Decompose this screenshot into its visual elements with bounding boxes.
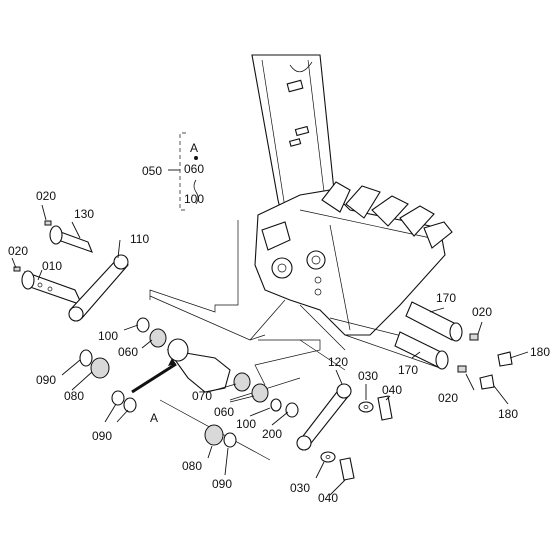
bucket: [254, 181, 453, 336]
label-100-low: 100: [236, 417, 256, 431]
label-010: 010: [42, 259, 62, 273]
label-060-low: 060: [214, 405, 234, 419]
label-060-mid: 060: [118, 345, 138, 359]
label-080-bot: 080: [182, 459, 202, 473]
dot-marker: [194, 156, 198, 160]
label-110: 110: [130, 232, 149, 246]
pin-170-upper: [405, 301, 479, 342]
label-100-mid: 100: [98, 329, 118, 343]
label-180-b: 180: [498, 407, 518, 421]
label-030-b: 030: [290, 481, 310, 495]
label-090-lower: 090: [92, 429, 112, 443]
label-080-left: 080: [64, 389, 84, 403]
fitting-180-b: [479, 374, 495, 390]
group-bracket-050: [168, 132, 199, 211]
label-050: 050: [142, 164, 162, 178]
label-040-a: 040: [382, 383, 402, 397]
pin-130: [44, 220, 93, 253]
bushing-group: [79, 317, 299, 448]
label-120: 120: [328, 355, 348, 369]
bolt-040-a: [377, 395, 393, 421]
bolt-040-b: [339, 457, 355, 481]
label-130: 130: [74, 207, 94, 221]
label-020-r2: 020: [438, 391, 458, 405]
label-090-left: 090: [36, 373, 56, 387]
label-170-mid: 170: [398, 363, 418, 377]
label-100-top: 100: [184, 192, 204, 206]
washer-030-b: [320, 451, 336, 463]
label-170-top: 170: [436, 291, 456, 305]
fitting-180-a: [497, 351, 513, 367]
link-120: [296, 383, 352, 451]
label-030-a: 030: [358, 369, 378, 383]
label-060-top: 060: [184, 162, 204, 176]
label-040-b: 040: [318, 491, 338, 505]
label-070: 070: [192, 389, 212, 403]
label-180-a: 180: [530, 345, 550, 359]
label-A-top: A: [190, 141, 198, 155]
leader-lines: [11, 204, 529, 496]
pin-170-lower: [394, 331, 467, 373]
link-110: [68, 254, 129, 322]
label-020-r1: 020: [472, 305, 492, 319]
arrow-A: [131, 362, 177, 394]
label-020-b: 020: [8, 244, 28, 258]
washer-030-a: [358, 401, 374, 413]
callout-labels: 050 A 060 100 020 130 020 010 110 100 06…: [8, 141, 550, 505]
label-A-low: A: [150, 411, 158, 425]
label-020-a: 020: [36, 189, 56, 203]
label-200: 200: [262, 427, 282, 441]
label-090-bot: 090: [212, 477, 232, 491]
